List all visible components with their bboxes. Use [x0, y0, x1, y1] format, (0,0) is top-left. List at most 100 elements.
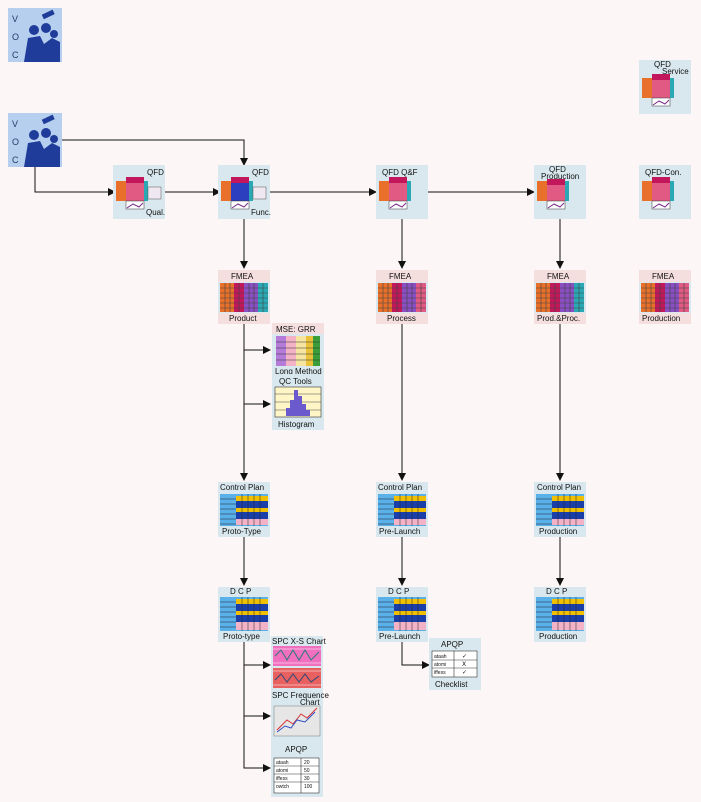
apqp-table-title: APQP: [285, 745, 307, 754]
dcp-table-icon: [378, 597, 426, 631]
fmea-grid-icon: [378, 283, 426, 312]
apqp-checklist-label: Checklist: [435, 680, 468, 689]
svg-text:20: 20: [304, 760, 310, 766]
qfd-qual-node[interactable]: QFD Qual.: [113, 165, 165, 219]
svg-text:100: 100: [304, 784, 313, 790]
control-plan-table-icon: [220, 494, 268, 526]
fmea-grid-icon: [536, 283, 584, 312]
mse-grr-title: MSE: GRR: [276, 325, 316, 334]
fmea-grid-icon: [220, 283, 268, 312]
svg-text:30: 30: [304, 776, 310, 782]
dcp-prelaunch-node[interactable]: D C P Pre-Launch: [376, 587, 428, 642]
spc-xs-chart-node[interactable]: SPC X-S Chart: [271, 636, 327, 692]
apqp-table-node[interactable]: ataah atomi iffess owtch 20 50 30 100 AP…: [271, 742, 323, 797]
arrow-dcp-prelaunch-to-apqp: [401, 642, 430, 669]
dcp-production-node[interactable]: D C P Production: [534, 587, 586, 642]
qfd-func-node[interactable]: QFD Func.: [218, 165, 271, 219]
dcp-production-title: D C P: [546, 587, 567, 596]
qfd-con-node[interactable]: QFD-Con.: [639, 165, 691, 219]
grr-table-icon: [276, 336, 320, 366]
qc-tools-label: Histogram: [278, 420, 315, 429]
qc-tools-node[interactable]: QC Tools Histogram: [272, 374, 324, 430]
svg-text:owtch: owtch: [276, 784, 289, 790]
dcp-proto-label: Proto-type: [223, 632, 260, 641]
control-plan-table-icon: [378, 494, 426, 526]
frequency-chart-icon: [273, 705, 321, 737]
control-plan-proto-node[interactable]: Control Plan Proto-Type: [218, 482, 270, 537]
arrow-voc-to-qfd-func: [60, 139, 248, 166]
svg-text:✓: ✓: [462, 653, 467, 660]
voc-icon-main: V O C: [8, 113, 62, 167]
house-of-quality-icon: [642, 177, 674, 210]
svg-text:C: C: [12, 50, 19, 60]
svg-text:C: C: [12, 155, 19, 165]
qfd-production-subtitle: Production: [541, 172, 579, 181]
apqp-checklist-node[interactable]: ataah atomi iffess ✓ X ✓ APQP Checklist: [429, 638, 481, 690]
svg-text:✓: ✓: [462, 669, 467, 676]
fmea-production-node[interactable]: FMEA Production: [639, 270, 691, 324]
dcp-prelaunch-label: Pre-Launch: [379, 632, 420, 641]
svg-text:X: X: [462, 661, 466, 668]
dcp-table-icon: [536, 597, 584, 631]
xs-chart-icon: [273, 646, 321, 688]
histogram-icon: [274, 386, 322, 418]
data-table-icon: [273, 757, 320, 794]
apqp-checklist-title: APQP: [441, 640, 463, 649]
house-of-quality-icon: [537, 179, 569, 210]
fmea-process-node[interactable]: FMEA Process: [376, 270, 428, 324]
control-plan-proto-label: Proto-Type: [222, 527, 262, 536]
fmea-prodproc-node[interactable]: FMEA Prod.&Proc.: [534, 270, 586, 324]
svg-text:V: V: [12, 14, 18, 24]
voc-icon-top: V O C: [8, 8, 62, 62]
qfd-production-title: QFD: [549, 165, 566, 174]
svg-text:O: O: [12, 32, 19, 42]
fmea-product-title: FMEA: [231, 272, 254, 281]
dcp-table-icon: [220, 597, 268, 631]
fmea-process-title: FMEA: [389, 272, 412, 281]
qfd-service-subtitle: Service: [662, 67, 689, 76]
svg-text:atomi: atomi: [434, 662, 446, 668]
dcp-proto-node[interactable]: D C P Proto-type: [218, 587, 270, 642]
fmea-product-node[interactable]: FMEA Product: [218, 270, 270, 324]
fmea-grid-icon: [641, 283, 689, 312]
qfd-con-title: QFD-Con.: [645, 168, 681, 177]
mse-grr-node[interactable]: MSE: GRR Long Method: [272, 323, 324, 383]
qfd-qf-node[interactable]: QFD Q&F: [376, 165, 428, 219]
arrow-voc-to-qfd-qual: [34, 165, 116, 196]
qfd-service-node[interactable]: QFD Service: [639, 60, 691, 114]
svg-text:50: 50: [304, 768, 310, 774]
qfd-production-node[interactable]: QFD Production: [534, 165, 586, 219]
control-plan-prelaunch-node[interactable]: Control Plan Pre-Launch: [376, 482, 428, 537]
qfd-qf-title: QFD Q&F: [382, 168, 418, 177]
mse-grr-label: Long Method: [275, 367, 322, 376]
svg-text:atomi: atomi: [276, 768, 288, 774]
fmea-prodproc-title: FMEA: [547, 272, 570, 281]
control-plan-table-icon: [536, 494, 584, 526]
svg-text:iffess: iffess: [276, 776, 288, 782]
fmea-prodproc-label: Prod.&Proc.: [537, 314, 580, 323]
control-plan-production-node[interactable]: Control Plan Production: [534, 482, 586, 537]
qfd-func-label: Func.: [251, 208, 271, 217]
qc-tools-title: QC Tools: [279, 377, 312, 386]
house-of-quality-icon: [642, 74, 674, 107]
spc-frequence-chart-node[interactable]: SPC Frequence Chart: [271, 690, 329, 742]
qfd-func-title: QFD: [252, 168, 269, 177]
spc-frequence-chart-subtitle: Chart: [300, 698, 320, 707]
control-plan-prelaunch-label: Pre-Launch: [379, 527, 420, 536]
house-of-quality-icon: [221, 177, 267, 210]
fmea-process-label: Process: [387, 314, 416, 323]
svg-text:ataah: ataah: [276, 760, 289, 766]
house-of-quality-icon: [116, 177, 162, 210]
qfd-service-title: QFD: [654, 60, 671, 69]
dcp-prelaunch-title: D C P: [388, 587, 409, 596]
qfd-qual-title: QFD: [147, 168, 164, 177]
dcp-proto-title: D C P: [230, 587, 251, 596]
checklist-icon: [431, 650, 478, 678]
fmea-product-label: Product: [229, 314, 257, 323]
graduates-icon: [24, 114, 60, 167]
dcp-production-label: Production: [539, 632, 577, 641]
control-plan-prelaunch-title: Control Plan: [378, 483, 422, 492]
house-of-quality-icon: [379, 177, 411, 210]
svg-text:O: O: [12, 137, 19, 147]
